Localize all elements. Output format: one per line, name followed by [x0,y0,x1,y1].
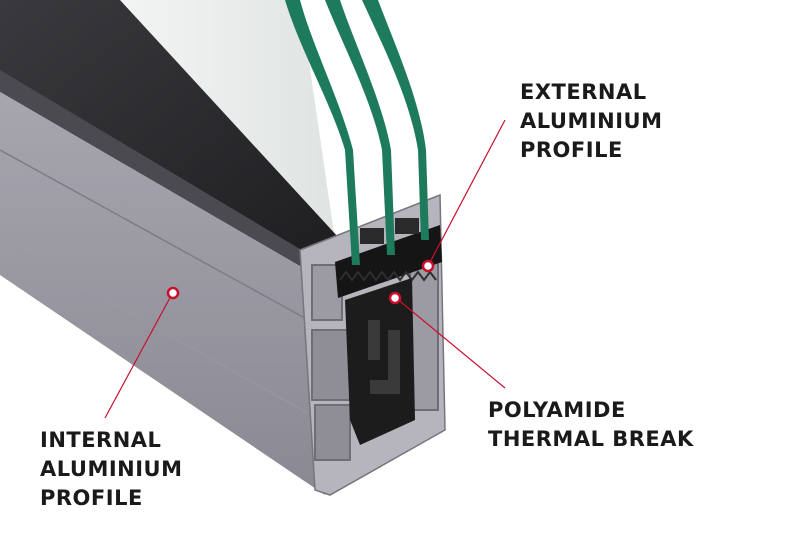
label-line: EXTERNAL [520,80,647,104]
glass-spacer-1 [360,228,384,244]
section-chamber-ext [409,259,439,411]
polyamide-leader-line [395,297,506,389]
polyamide-slot-2 [388,330,400,380]
label-line: ALUMINIUM [520,109,663,133]
profile-groove-lower [0,239,321,421]
sash-top-highlight [0,70,310,272]
section-chamber-2 [314,404,351,461]
polyamide-slot-3 [370,380,400,394]
glazing-gasket [335,225,442,298]
label-line: POLYAMIDE [488,398,626,422]
polyamide-marker [388,291,402,305]
label-line: INTERNAL [40,428,162,452]
glass-pane-1-edge [285,0,360,265]
glass-pane-2-edge [325,0,395,255]
internal-marker [166,286,180,300]
external-aluminium-profile-label: EXTERNAL ALUMINIUM PROFILE [520,78,663,165]
label-line: PROFILE [520,138,623,162]
external-marker [421,259,435,273]
label-line: ALUMINIUM [40,457,183,481]
external-leader-line [427,119,506,267]
glass-pane-3-edge [362,0,429,240]
internal-aluminium-profile-label: INTERNAL ALUMINIUM PROFILE [40,426,183,513]
polyamide-thermal-break [345,278,415,445]
label-line: PROFILE [40,486,143,510]
gasket-teeth [339,270,437,282]
profile-groove [0,149,313,323]
label-line: THERMAL BREAK [488,427,694,451]
polyamide-thermal-break-label: POLYAMIDE THERMAL BREAK [488,396,694,454]
internal-leader-line [104,293,173,419]
section-chamber-1 [311,329,353,401]
sash-top-rail [0,0,350,270]
internal-profile-face [0,92,325,495]
polyamide-slot-1 [368,320,380,360]
glass-spacer-2 [395,218,419,234]
